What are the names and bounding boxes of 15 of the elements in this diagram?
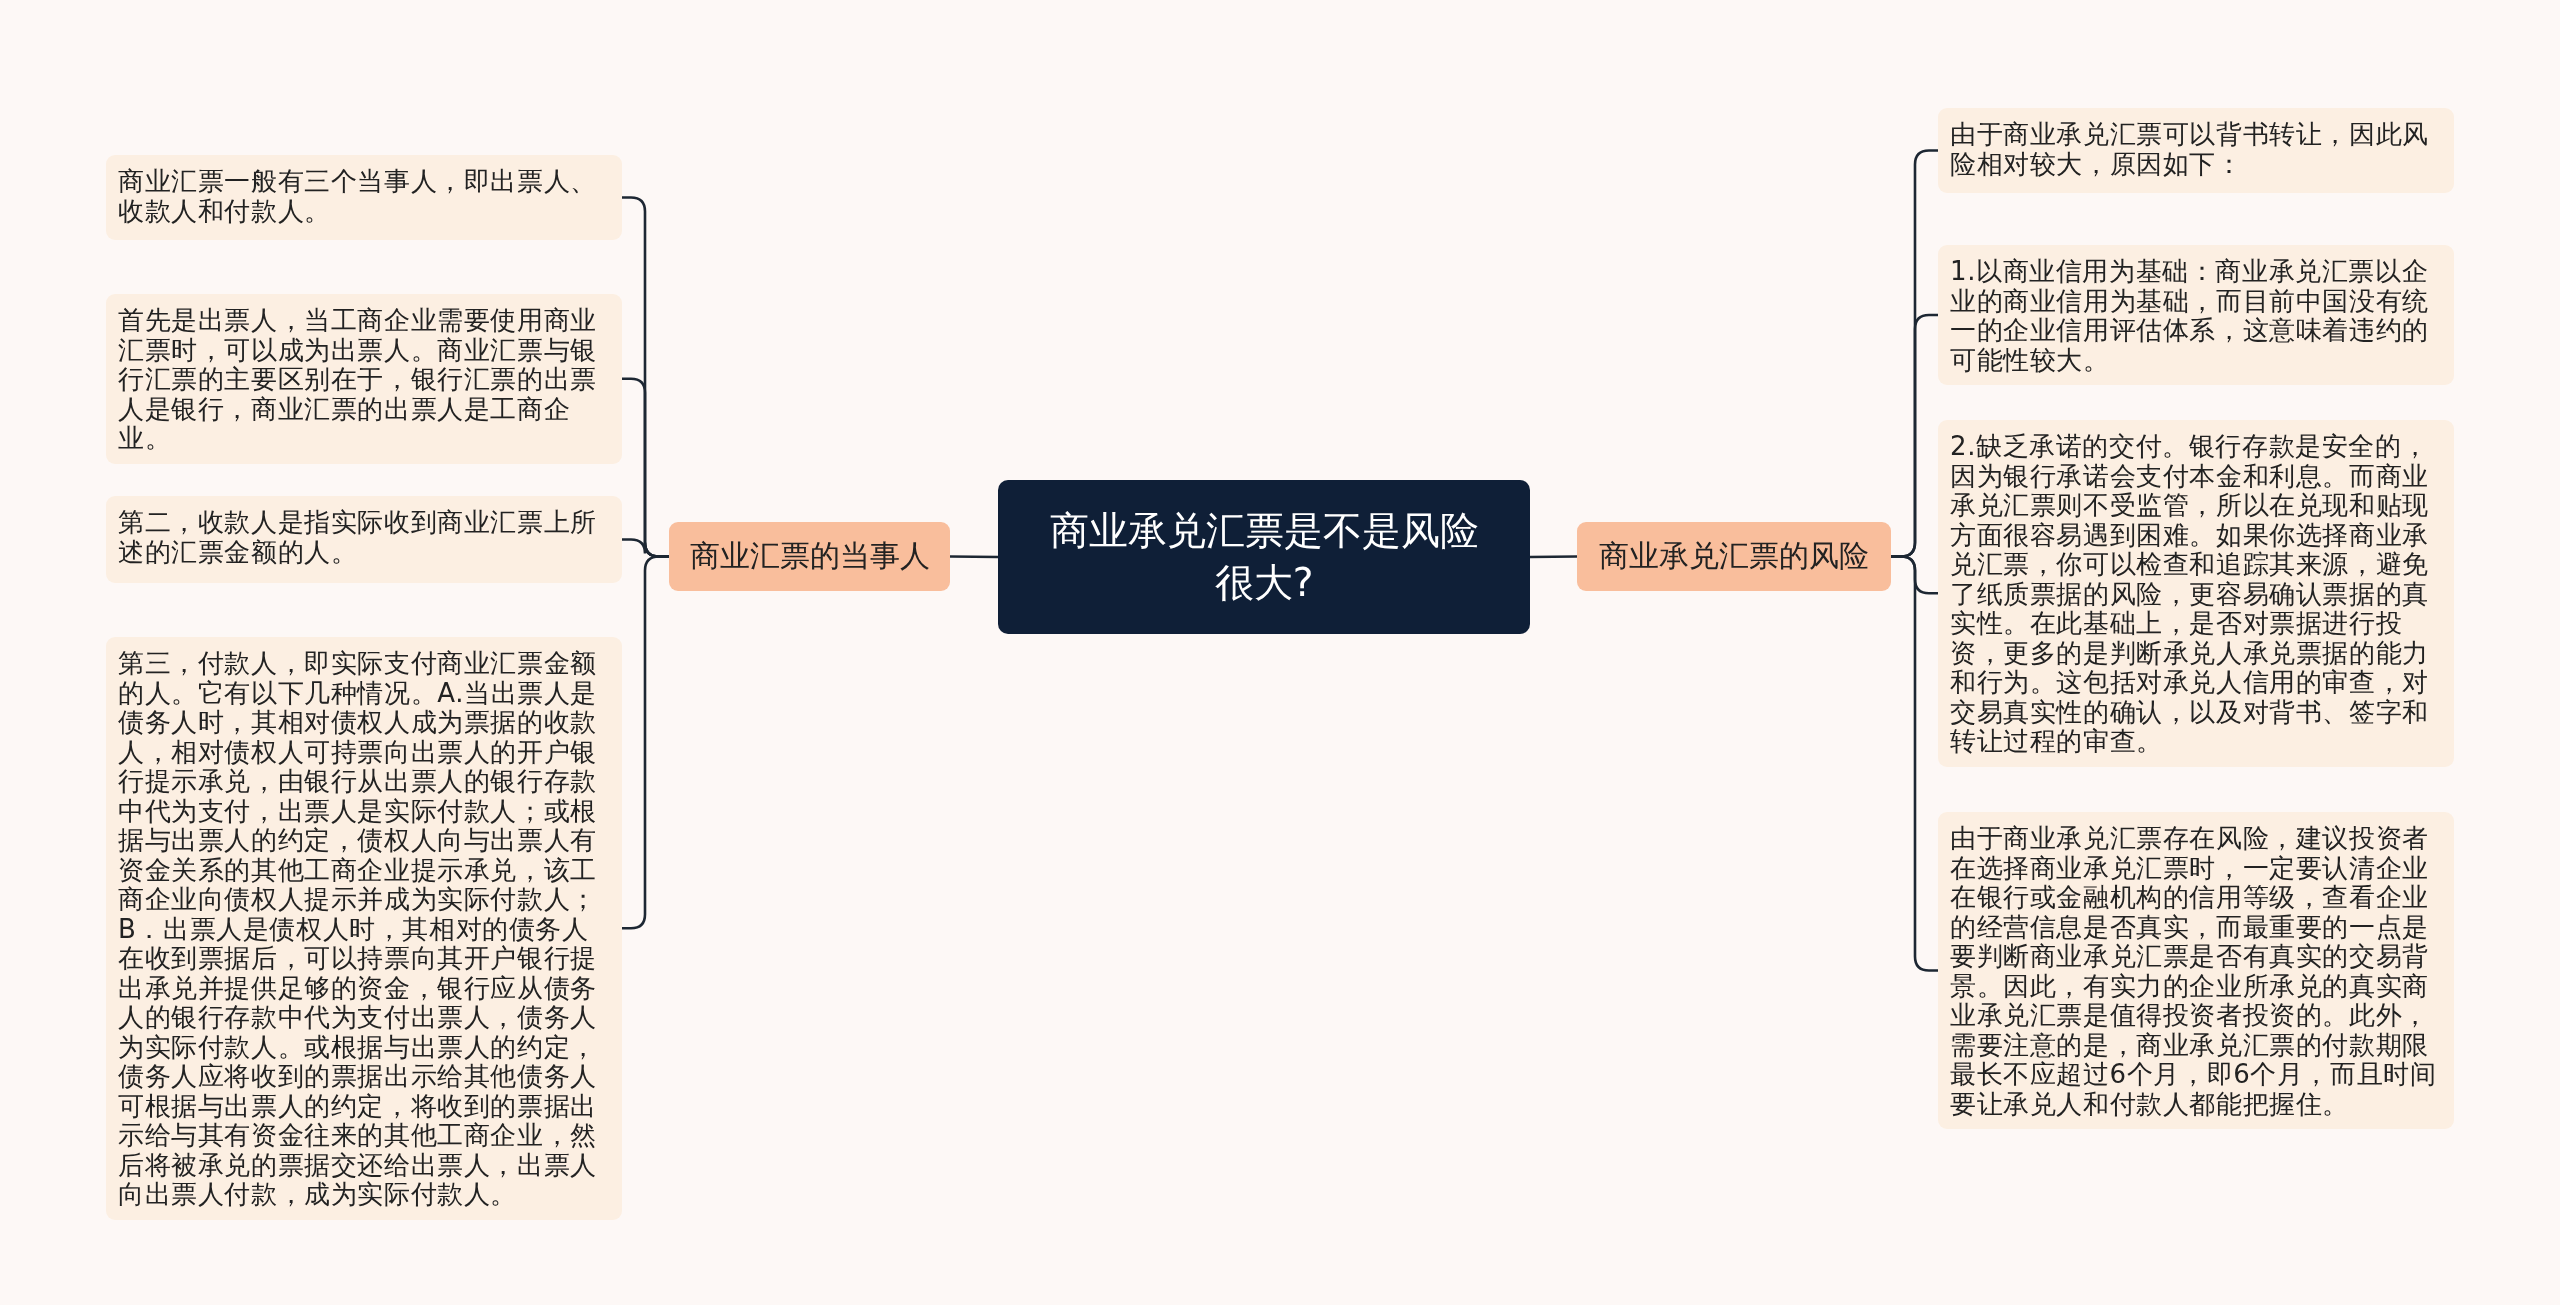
connector-line bbox=[1891, 555, 1938, 972]
note-box: 首先是出票人，当工商企业需要使用商业汇票时，可以成为出票人。商业汇票与银行汇票的主要区别在于，银行汇票的出票人是银行，商业汇票的出票人是工商企业。 bbox=[106, 294, 622, 464]
topic-box: 商业承兑汇票是不是风险很大? bbox=[998, 480, 1530, 634]
branch-box: 商业承兑汇票的风险 bbox=[1577, 522, 1891, 591]
branch-box: 商业汇票的当事人 bbox=[669, 522, 950, 591]
note-box: 第三，付款人，即实际支付商业汇票金额的人。它有以下几种情况。A.当出票人是债务人时，其相对债权人成为票据的收款人，相对债权人可持票向出票人的开户银行提示承兑，由银行从出票人的银行存款中代为支付，出票人是实际付款人；或根据与出票人的约定，债权人向与出票人有资金关系的其他工商企业提示承兑，该工商企业向债权人提示并成为实际付款人；B．出票人是债权人时，其相对的债务人在收到票据后，可以持票向其开户银行提出承兑并提供足够的资金，银行应从债务人的银行存款中代为支付出票人，债务人为实际付款人。或根据与出票人的约定，债务人应将收到的票据出示给其他债务人可根据与出票人的约定，将收到的票据出示给与其有资金往来的其他工商企业，然后将被承兑的票据交还给出票人，出票人向出票人付款，成为实际付款人。 bbox=[106, 637, 622, 1220]
connector-line bbox=[1530, 555, 1577, 559]
note-box: 商业汇票一般有三个当事人，即出票人、收款人和付款人。 bbox=[106, 155, 622, 240]
note-box: 由于商业承兑汇票可以背书转让，因此风险相对较大，原因如下： bbox=[1938, 108, 2454, 193]
note-box: 2.缺乏承诺的交付。银行存款是安全的，因为银行承诺会支付本金和利息。而商业承兑汇票则不受监管，所以在兑现和贴现方面很容易遇到困难。如果你选择商业承兑汇票，你可以检查和追踪其来源，避免了纸质票据的风险，更容易确认票据的真实性。在此基础上，是否对票据进行投资，更多的是判断承兑人承兑票据的能力和行为。这包括对承兑人信用的审查，对交易真实性的确认，以及对背书、签字和转让过程的审查。 bbox=[1938, 420, 2454, 767]
note-box: 由于商业承兑汇票存在风险，建议投资者在选择商业承兑汇票时，一定要认清企业在银行或金融机构的信用等级，查看企业的经营信息是否真实，而最重要的一点是要判断商业承兑汇票是否有真实的交易背景。因此，有实力的企业所承兑的真实商业承兑汇票是值得投资者投资的。此外，需要注意的是，商业承兑汇票的付款期限最长不应超过6个月，即6个月，而且时间要让承兑人和付款人都能把握住。 bbox=[1938, 812, 2454, 1129]
connector-line bbox=[950, 555, 998, 559]
note-box: 第二，收款人是指实际收到商业汇票上所述的汇票金额的人。 bbox=[106, 496, 622, 583]
connector-line bbox=[622, 555, 669, 930]
note-box: 1.以商业信用为基础：商业承兑汇票以企业的商业信用为基础，而目前中国没有统一的企业信用评估体系，这意味着违约的可能性较大。 bbox=[1938, 245, 2454, 385]
